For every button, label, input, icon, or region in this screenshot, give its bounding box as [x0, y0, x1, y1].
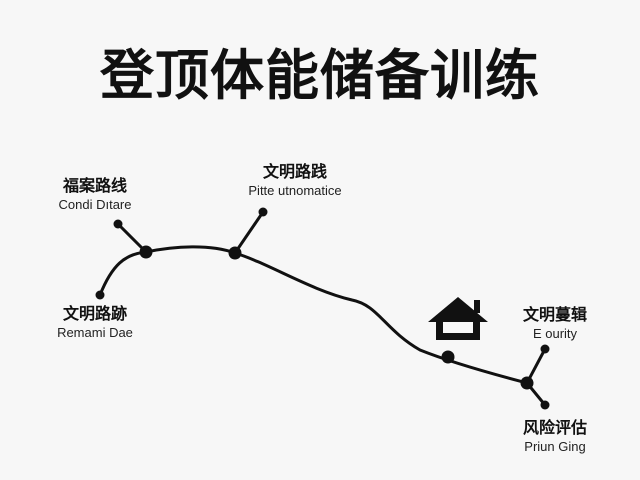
branch-connector — [233, 210, 265, 255]
branch-end-dot — [95, 290, 105, 300]
waypoint-label-zh: 文明路跡 — [62, 304, 127, 323]
branch-end-dot — [258, 207, 268, 217]
route-node — [441, 350, 455, 364]
branch-end-dot — [540, 344, 550, 354]
waypoint-label-zh: 风险评估 — [522, 418, 587, 437]
house-icon — [428, 297, 488, 340]
route-node — [520, 376, 534, 390]
waypoint-label: 文明蔓辑 E ourity — [500, 305, 610, 342]
waypoint-label-en: Remami Dae — [57, 325, 133, 340]
waypoint-label-en: E ourity — [532, 326, 578, 341]
waypoint-label: 文明路践 Pitte utnomatice — [225, 162, 365, 199]
waypoint-label-en: Priun Ging — [524, 439, 586, 454]
page-title: 登顶体能储备训练 — [100, 44, 540, 107]
waypoint-label: 福案路线 Condi Dıtare — [40, 176, 150, 213]
waypoint-label-en: Pitte utnomatice — [248, 183, 342, 198]
route-node — [139, 245, 153, 259]
waypoint-label-zh: 福案路线 — [62, 176, 127, 195]
waypoint-label-zh: 文明路践 — [262, 162, 327, 181]
waypoint-label: 风险评估 Priun Ging — [495, 418, 615, 455]
branch-end-dot — [540, 400, 550, 410]
branch-connector — [116, 222, 148, 254]
route-node — [228, 246, 242, 260]
waypoint-label-zh: 文明蔓辑 — [522, 305, 587, 324]
branch-end-dot — [113, 219, 123, 229]
waypoint-label: 文明路跡 Remami Dae — [40, 304, 150, 341]
waypoint-label-en: Condi Dıtare — [58, 197, 132, 212]
